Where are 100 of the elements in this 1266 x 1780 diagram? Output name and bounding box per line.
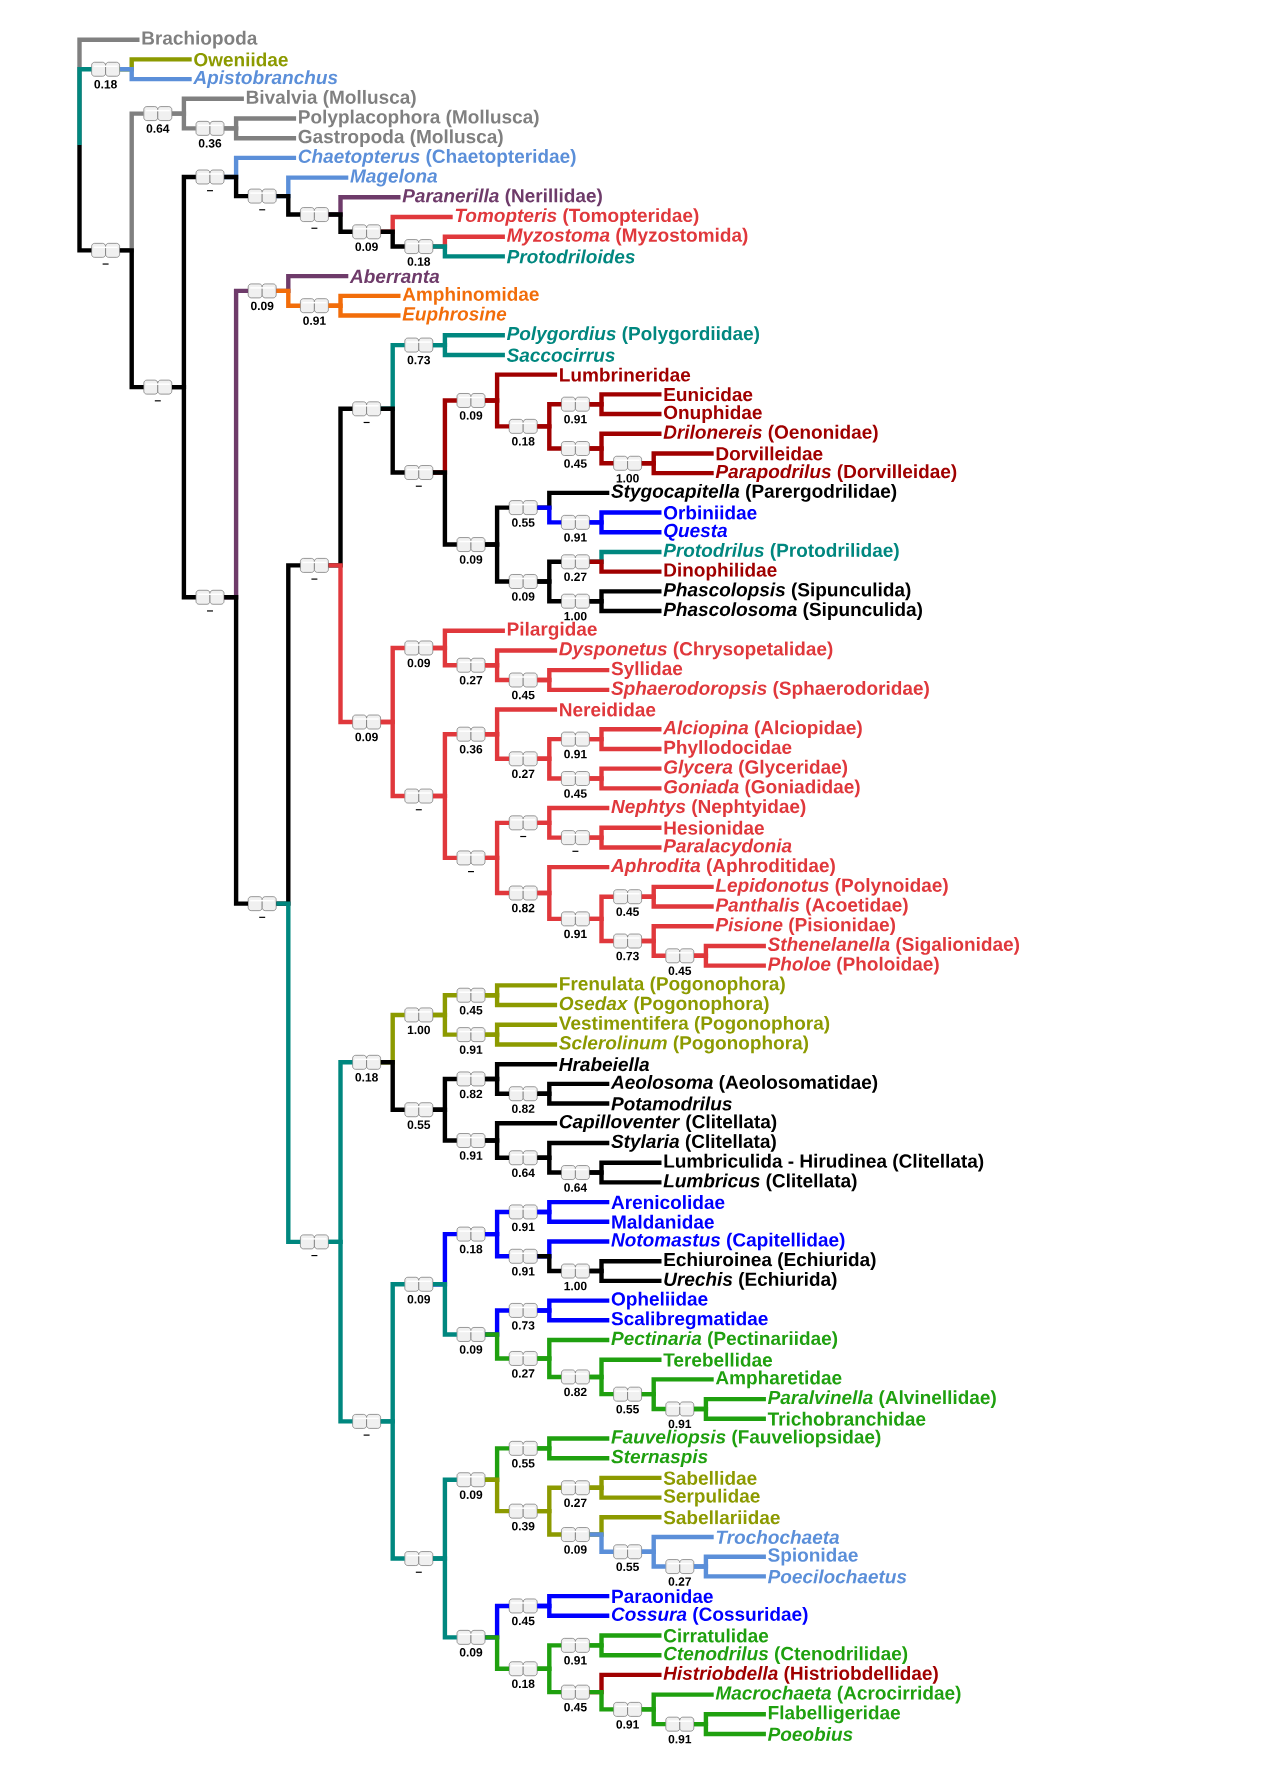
support-value: – — [154, 400, 161, 402]
support-value: 0.09 — [459, 555, 483, 564]
support-icon — [561, 441, 590, 456]
taxon-label: Alciopina (Alciopidae) — [662, 720, 862, 739]
support-value: 0.18 — [459, 1244, 483, 1254]
taxon-label: Dinophilidae — [664, 562, 777, 581]
tree-branch — [641, 938, 666, 958]
support-icon — [665, 1559, 695, 1574]
taxon-label: Trichobranchidae — [767, 1411, 926, 1426]
taxon-label: Stylaria (Clitellata) — [611, 1134, 776, 1152]
support-icon — [404, 337, 434, 353]
support-icon — [404, 640, 434, 656]
taxon-label: Paraonidae — [612, 1589, 713, 1604]
tree-branch — [537, 1308, 610, 1323]
support-value: 0.09 — [459, 1648, 483, 1657]
tree-branch — [641, 1391, 666, 1412]
support-icon — [508, 1351, 538, 1366]
tree-branch — [537, 677, 610, 693]
support-value: 0.64 — [512, 1168, 535, 1177]
tree-branch — [537, 756, 562, 781]
support-value: 0.45 — [668, 966, 692, 976]
support-value: – — [415, 1571, 422, 1573]
support-value: – — [468, 871, 474, 873]
support-value: 1.00 — [407, 1025, 430, 1035]
taxon-label: Poeobius — [767, 1727, 853, 1741]
support-value: 0.18 — [512, 1679, 535, 1688]
tree-branch — [485, 993, 558, 1008]
taxon-label: Phascolosoma (Sipunculida) — [663, 602, 922, 620]
tree-branch — [433, 1107, 457, 1143]
taxon-label: Sclerolinum (Pogonophora) — [559, 1035, 809, 1054]
support-value: 0.91 — [564, 533, 587, 542]
support-icon — [456, 987, 486, 1003]
taxon-label: Myzostoma (Myzostomida) — [506, 227, 748, 246]
support-value: 0.09 — [407, 1295, 431, 1304]
support-value: 0.55 — [512, 518, 535, 527]
taxon-label: Drilonereis (Oenonidae) — [663, 424, 878, 443]
taxon-label: Protodrilus (Protodrilidae) — [663, 543, 899, 561]
support-value: 1.00 — [564, 611, 587, 621]
support-value: 0.55 — [616, 1404, 639, 1414]
tree-branch — [589, 835, 662, 850]
support-value: – — [415, 809, 422, 811]
support-value: 0.18 — [407, 257, 431, 266]
tree-branch — [537, 1666, 562, 1695]
support-icon — [143, 379, 173, 395]
support-icon — [613, 455, 642, 471]
support-value: 0.27 — [512, 1369, 535, 1378]
support-value: – — [311, 578, 318, 580]
taxon-label: Vestimentifera (Pogonophora) — [558, 1015, 830, 1034]
support-value: – — [311, 1254, 318, 1257]
taxon-label: Poecilochaetus — [767, 1569, 907, 1584]
taxon-label: Nephtys (Nephtyidae) — [611, 799, 806, 817]
taxon-label: Questa — [664, 523, 728, 541]
support-value: 0.45 — [564, 789, 587, 798]
tree-branch — [537, 820, 562, 840]
tree-branch — [537, 1508, 562, 1537]
support-value: 0.45 — [459, 1006, 483, 1015]
taxon-label: Frenulata (Pogonophora) — [560, 976, 785, 995]
tree-branch — [589, 402, 662, 417]
support-value: 0.36 — [198, 139, 222, 148]
tree-branch — [641, 1549, 666, 1569]
taxon-label: Euphrosine — [402, 306, 507, 325]
tree-branch — [172, 111, 196, 131]
support-value: – — [520, 835, 527, 838]
taxon-label: Terebellidae — [663, 1352, 773, 1367]
taxon-label: Orbiniidae — [664, 505, 757, 520]
support-value: 1.00 — [616, 474, 639, 483]
tree-branch — [589, 599, 662, 614]
taxon-label: Spionidae — [768, 1547, 858, 1566]
support-icon — [508, 815, 538, 831]
support-value: 0.09 — [459, 1490, 483, 1499]
support-icon — [508, 574, 538, 589]
support-value: 0.09 — [459, 1345, 483, 1354]
support-value: 0.55 — [512, 1459, 535, 1468]
support-icon — [561, 1527, 590, 1542]
taxon-label: Sabellidae — [663, 1470, 757, 1485]
support-icon — [613, 1386, 642, 1402]
support-value: 0.91 — [564, 1656, 587, 1665]
taxon-label: Maldanidae — [612, 1214, 714, 1229]
taxon-label: Polygordius (Polygordiidae) — [506, 326, 759, 345]
support-value: – — [415, 485, 422, 487]
support-value: 0.27 — [564, 1498, 587, 1507]
tree-branch — [485, 855, 509, 896]
tree-branch — [485, 1477, 509, 1514]
taxon-label: Glycera (Glyceridae) — [664, 759, 848, 778]
taxon-label: Pilargidae — [507, 621, 597, 640]
taxon-label: Arenicolidae — [611, 1195, 725, 1210]
taxon-label: Sphaerodoropsis (Sphaerodoridae) — [611, 681, 929, 699]
support-icon — [456, 1226, 486, 1242]
support-icon — [561, 731, 590, 747]
support-value: 0.55 — [616, 1562, 639, 1572]
support-icon — [508, 1150, 538, 1166]
support-icon — [561, 1263, 590, 1279]
support-value: 0.09 — [355, 242, 378, 252]
tree-branch — [485, 1076, 509, 1096]
support-icon — [404, 239, 434, 254]
taxon-label: Histriobdella (Histriobdellidae) — [663, 1666, 938, 1684]
tree-branch — [119, 67, 192, 82]
support-value: 0.73 — [512, 1321, 535, 1330]
support-icon — [300, 207, 329, 222]
support-icon — [561, 515, 590, 530]
